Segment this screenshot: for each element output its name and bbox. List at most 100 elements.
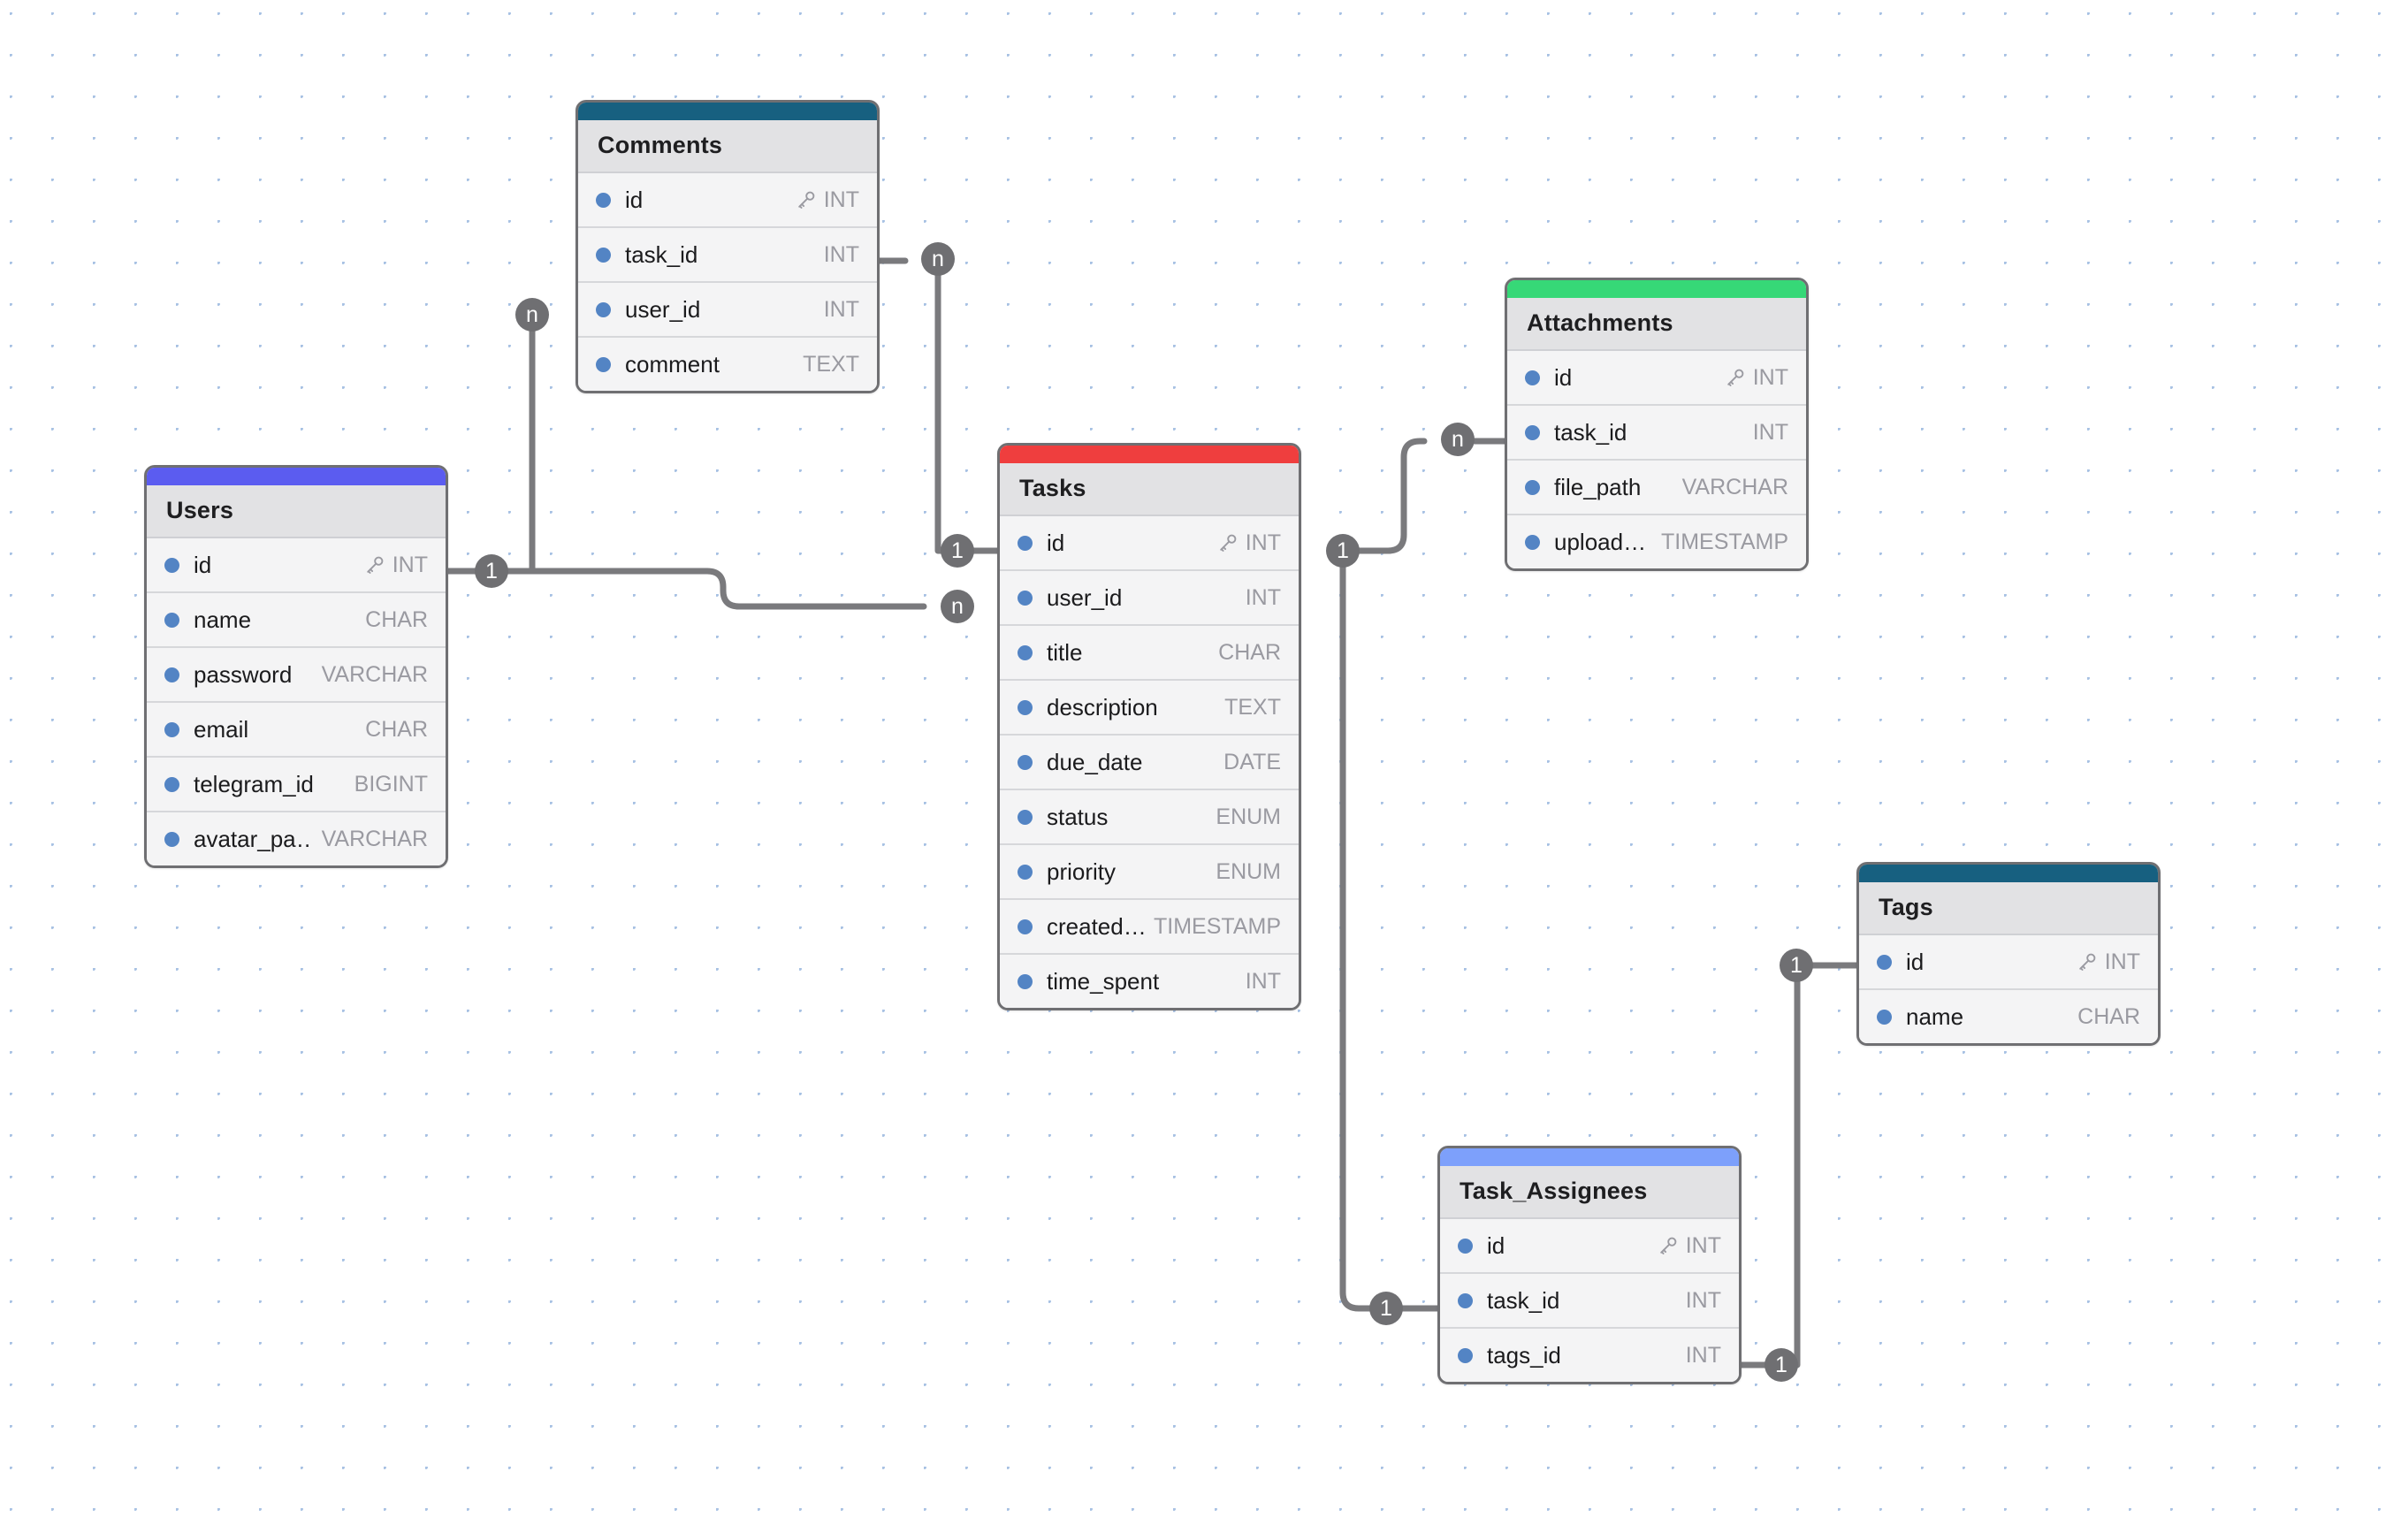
field-type: TEXT <box>803 351 859 377</box>
field-type: VARCHAR <box>1681 474 1788 499</box>
field-row[interactable]: task_id INT <box>578 226 877 282</box>
field-name: id <box>1906 948 1925 975</box>
field-name: user_id <box>1047 583 1123 611</box>
cardinality-badge[interactable]: n <box>941 590 974 623</box>
cardinality-badge[interactable]: 1 <box>1765 1348 1798 1382</box>
field-meta: INT <box>1686 1343 1721 1368</box>
field-name: email <box>194 715 249 743</box>
wire-tasks-comments <box>934 257 1001 554</box>
field-meta: INT <box>2077 949 2140 975</box>
wire-tasks-attachments <box>1339 438 1428 554</box>
field-bullet-icon <box>1018 919 1033 934</box>
cardinality-badge[interactable]: 1 <box>941 534 974 568</box>
field-bullet-icon <box>164 557 179 573</box>
field-bullet-icon <box>1018 864 1033 880</box>
accent-bar <box>1507 280 1806 298</box>
accent-bar <box>147 468 446 485</box>
field-row[interactable]: created…TIMESTAMP <box>1000 898 1299 954</box>
field-name: task_id <box>625 240 698 268</box>
cardinality-badge[interactable]: 1 <box>1326 534 1360 568</box>
field-row[interactable]: upload… TIMESTAMP <box>1507 514 1806 569</box>
field-bullet-icon <box>1525 370 1540 385</box>
field-meta: CHAR <box>365 717 428 743</box>
field-type: DATE <box>1223 749 1281 774</box>
table-title: Users <box>147 485 446 537</box>
field-bullet-icon <box>164 612 179 628</box>
field-name: avatar_pa… <box>194 825 313 852</box>
field-name: upload… <box>1554 528 1647 555</box>
field-meta: TEXT <box>803 352 859 377</box>
field-meta: ENUM <box>1216 804 1281 830</box>
field-meta: INT <box>1725 365 1788 391</box>
field-meta: BIGINT <box>354 772 428 797</box>
field-name: id <box>194 551 212 578</box>
field-type: VARCHAR <box>321 826 428 851</box>
cardinality-badge[interactable]: 1 <box>475 554 508 588</box>
field-type: INT <box>1245 584 1281 610</box>
field-row[interactable]: avatar_pa… VARCHAR <box>147 811 446 866</box>
field-meta: INT <box>1246 969 1281 995</box>
field-type: ENUM <box>1216 804 1281 829</box>
field-bullet-icon <box>1458 1347 1473 1363</box>
field-row[interactable]: user_id INT <box>1000 569 1299 625</box>
field-meta: INT <box>1217 530 1281 556</box>
field-bullet-icon <box>1525 479 1540 495</box>
field-row[interactable]: id INT <box>1859 934 2158 989</box>
field-type: INT <box>1752 364 1788 390</box>
cardinality-badge[interactable]: 1 <box>1780 949 1813 982</box>
field-type: INT <box>1752 419 1788 445</box>
cardinality-badge[interactable]: n <box>1441 423 1475 456</box>
cardinality-badge[interactable]: 1 <box>1369 1292 1403 1325</box>
table-title: Task_Assignees <box>1440 1166 1739 1218</box>
cardinality-badge[interactable]: n <box>515 298 549 332</box>
field-type: INT <box>1685 1342 1721 1368</box>
field-row[interactable]: email CHAR <box>147 701 446 757</box>
accent-bar <box>1440 1148 1739 1166</box>
key-icon <box>1726 369 1744 387</box>
field-bullet-icon <box>164 776 179 792</box>
field-type: ENUM <box>1216 858 1281 884</box>
field-name: id <box>625 186 644 213</box>
field-bullet-icon <box>1018 754 1033 770</box>
key-icon <box>2078 953 2096 972</box>
cardinality-badge[interactable]: n <box>921 242 955 276</box>
field-meta: INT <box>824 242 859 268</box>
wire-users-comments <box>488 312 536 575</box>
field-meta: DATE <box>1223 750 1281 775</box>
field-meta: TIMESTAMP <box>1154 914 1281 940</box>
field-bullet-icon <box>1877 1009 1892 1025</box>
field-meta: TIMESTAMP <box>1661 530 1788 555</box>
field-meta: TEXT <box>1224 695 1281 720</box>
